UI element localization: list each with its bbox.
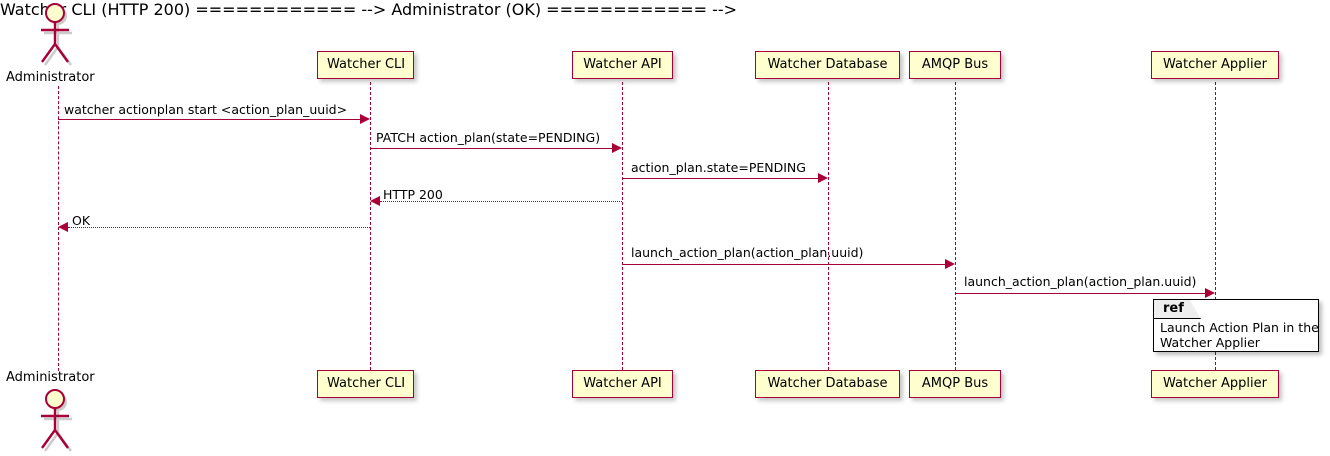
lifeline-watcher-api — [622, 82, 623, 370]
message-arrowhead-ok — [58, 222, 68, 232]
message-arrowhead-action-plan-state-pending — [818, 173, 828, 183]
lifeline-watcher-cli — [370, 82, 371, 370]
message-label-launch-action-plan-applier: launch_action_plan(action_plan.uuid) — [964, 274, 1197, 289]
ref-fragment-launch-action-plan: ref Launch Action Plan in the Watcher Ap… — [1153, 299, 1319, 352]
actor-icon — [41, 3, 72, 66]
message-label-patch-action-plan: PATCH action_plan(state=PENDING) — [376, 130, 601, 145]
ref-fragment-body-text: Launch Action Plan in the Watcher Applie… — [1160, 320, 1319, 350]
message-arrowhead-launch-action-plan-applier — [1205, 288, 1215, 298]
message-label-http-200: HTTP 200 — [383, 187, 443, 202]
message-line-action-plan-state-pending — [622, 178, 819, 179]
message-line-watcher-actionplan-start — [58, 119, 361, 120]
lifeline-amqp-bus — [955, 82, 956, 370]
participant-amqp-bus-top[interactable]: AMQP Bus — [909, 51, 1001, 79]
actor-label-administrator-top: Administrator — [6, 70, 95, 85]
message-label-action-plan-state-pending: action_plan.state=PENDING — [631, 160, 806, 175]
actor-icon — [41, 389, 72, 452]
ref-fragment-tab-label: ref — [1154, 300, 1201, 319]
message-line-launch-action-plan-bus — [622, 264, 946, 265]
message-arrowhead-http-200 — [370, 196, 380, 206]
participant-amqp-bus-bottom[interactable]: AMQP Bus — [909, 370, 1001, 398]
message-arrowhead-launch-action-plan-bus — [945, 259, 955, 269]
actor-label-administrator-bottom: Administrator — [6, 370, 95, 385]
participant-watcher-cli-bottom[interactable]: Watcher CLI — [317, 370, 414, 398]
participant-watcher-database-bottom[interactable]: Watcher Database — [755, 370, 900, 398]
participant-watcher-api-bottom[interactable]: Watcher API — [572, 370, 673, 398]
message-arrowhead-watcher-actionplan-start — [360, 114, 370, 124]
message-arrowhead-patch-action-plan — [612, 143, 622, 153]
participant-watcher-applier-bottom[interactable]: Watcher Applier — [1151, 370, 1279, 398]
message-label-watcher-actionplan-start: watcher actionplan start <action_plan_uu… — [64, 102, 348, 117]
lifeline-watcher-applier — [1215, 82, 1216, 370]
participant-watcher-applier-top[interactable]: Watcher Applier — [1151, 51, 1279, 79]
message-label-launch-action-plan-bus: launch_action_plan(action_plan.uuid) — [631, 245, 864, 260]
lifeline-watcher-database — [828, 82, 829, 370]
message-line-http-200 — [380, 201, 622, 202]
message-line-ok — [68, 227, 370, 228]
participant-watcher-cli-top[interactable]: Watcher CLI — [317, 51, 414, 79]
message-label-ok: OK — [72, 213, 91, 228]
participant-watcher-api-top[interactable]: Watcher API — [572, 51, 673, 79]
actor-administrator-bottom — [34, 388, 82, 454]
actor-administrator-top — [34, 2, 82, 68]
participant-watcher-database-top[interactable]: Watcher Database — [755, 51, 900, 79]
message-line-patch-action-plan — [370, 148, 613, 149]
message-line-launch-action-plan-applier — [955, 293, 1206, 294]
